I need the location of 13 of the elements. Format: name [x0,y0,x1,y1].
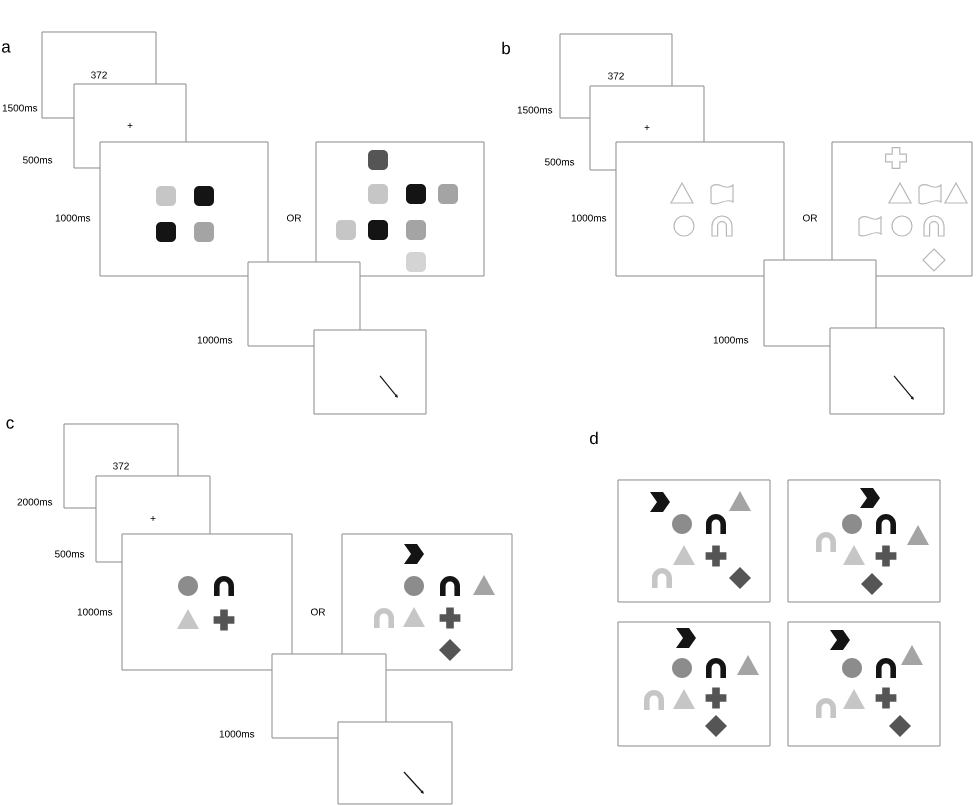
panel-letter: d [590,431,598,445]
display-screen [337,721,453,805]
display-screen [271,653,387,739]
display-screen [787,621,941,747]
display-screen [829,327,945,415]
display-screen [617,621,771,747]
panel-letter: a [2,43,11,53]
panel-letter: c [6,419,14,429]
display-screen [247,261,361,347]
panel-letter: b [502,41,511,55]
display-screen [831,141,973,277]
display-screen [313,329,427,415]
display-screen [763,259,877,347]
